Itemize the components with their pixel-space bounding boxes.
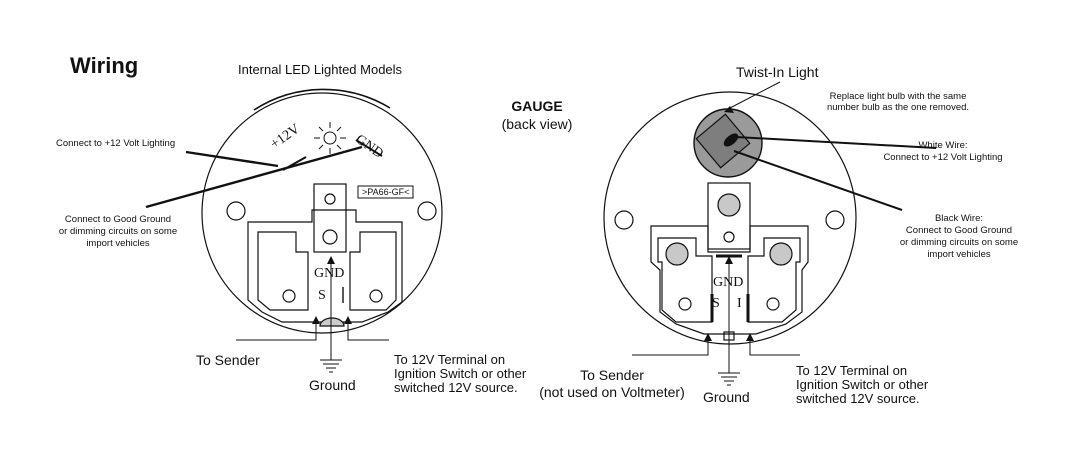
- left-wire-lines: [236, 262, 389, 373]
- light-icon: [314, 122, 346, 154]
- right-black-wire-line-1: Black Wire:: [934, 213, 984, 224]
- left-to-12v-line-2: Ignition Switch or other: [394, 366, 527, 381]
- right-replace-note: Replace light bulb with the same number …: [810, 91, 986, 113]
- left-center-post: [313, 183, 347, 253]
- right-to-sender: To Sender (not used on Voltmeter): [532, 367, 692, 401]
- left-leader-12v: [185, 150, 279, 168]
- right-wire-12v: [749, 335, 800, 356]
- left-spade-i: [349, 231, 397, 311]
- left-post-hole: [322, 229, 338, 245]
- right-center-post: [707, 182, 751, 250]
- right-to-12v-line-3: switched 12V source.: [796, 391, 920, 406]
- left-gauge: [201, 88, 443, 334]
- left-gauge-body: [201, 92, 443, 334]
- left-wire-12v: [347, 318, 389, 341]
- left-spade-s-hole: [282, 289, 296, 303]
- left-spade-i-hole: [369, 289, 383, 303]
- right-spade-i: [747, 237, 801, 323]
- gauge-label: GAUGE: [511, 98, 563, 114]
- right-black-wire-line-2: Connect to Good Ground: [905, 225, 1013, 236]
- left-ground-arrow: [327, 256, 335, 264]
- left-ground-note: Connect to Good Ground or dimming circui…: [48, 214, 188, 250]
- left-part-number: >PA66-GF<: [362, 187, 410, 197]
- left-gnd-label: GND: [314, 266, 345, 281]
- right-s-label: S: [712, 296, 720, 311]
- right-to-12v-line-1: To 12V Terminal on: [796, 363, 908, 378]
- left-heading: Internal LED Lighted Models: [238, 62, 403, 77]
- right-wire-sender: [632, 335, 709, 356]
- left-mount-hole-left: [226, 201, 246, 221]
- twist-in-light-socket: [695, 113, 751, 169]
- left-post-hole-top: [324, 193, 336, 205]
- right-12v-arrow: [746, 333, 754, 341]
- left-s-label: S: [318, 288, 326, 303]
- left-ground-note-line-1: Connect to Good Ground: [64, 214, 172, 225]
- right-replace-note-line-2: number bulb as the one removed.: [826, 102, 970, 113]
- right-wire-lines: [632, 81, 800, 386]
- left-terminal-block: [247, 209, 403, 323]
- right-gauge-body: [603, 91, 857, 345]
- left-ground-note-line-3: import vehicles: [86, 238, 150, 249]
- right-ground-label: Ground: [703, 389, 750, 405]
- right-leaders: [733, 136, 937, 211]
- right-to-12v-line-2: Ignition Switch or other: [796, 377, 929, 392]
- right-leader-twist-in: [729, 81, 781, 109]
- right-gauge: [603, 91, 857, 345]
- left-wire-sender: [236, 318, 317, 341]
- left-led: [319, 317, 345, 327]
- right-twist-in-arrow: [724, 106, 734, 113]
- left-leaders: [145, 145, 363, 209]
- left-12v-arrow: [344, 316, 352, 324]
- right-leader-black: [733, 150, 903, 211]
- right-heading: Twist-In Light: [736, 64, 819, 80]
- left-to-sender: To Sender: [196, 352, 260, 368]
- right-spade-s-hole: [678, 297, 692, 311]
- right-spade-i-stud: [769, 242, 793, 266]
- right-spade-i-hole: [766, 297, 780, 311]
- right-post-hole: [723, 231, 735, 243]
- left-lighting-note: Connect to +12 Volt Lighting: [56, 138, 176, 149]
- right-mount-hole-left: [614, 210, 634, 230]
- left-spade-s: [257, 231, 309, 311]
- right-white-wire: White Wire: Connect to +12 Volt Lighting: [868, 140, 1018, 164]
- twist-in-light-bulb: [723, 133, 739, 147]
- left-to-12v-line-3: switched 12V source.: [394, 380, 518, 395]
- right-black-wire-line-4: import vehicles: [927, 249, 991, 260]
- right-leader-white: [735, 136, 937, 149]
- right-spade-s: [657, 237, 713, 323]
- left-to-12v-line-1: To 12V Terminal on: [394, 352, 506, 367]
- right-spade-s-stud: [665, 242, 689, 266]
- left-to-12v: To 12V Terminal on Ignition Switch or ot…: [394, 353, 526, 395]
- right-ground-arrow: [725, 256, 733, 264]
- right-white-wire-line-2: Connect to +12 Volt Lighting: [883, 152, 1003, 163]
- left-sender-arrow: [312, 316, 320, 324]
- right-to-sender-line-2: (not used on Voltmeter): [539, 384, 685, 400]
- left-gauge-rim-arc: [253, 88, 391, 111]
- left-ground-label: Ground: [309, 377, 356, 393]
- right-to-12v: To 12V Terminal on Ignition Switch or ot…: [796, 364, 928, 406]
- left-ground-note-line-2: or dimming circuits on some: [58, 226, 178, 237]
- right-black-wire: Black Wire: Connect to Good Ground or di…: [884, 213, 1034, 261]
- right-post-stud: [717, 193, 741, 217]
- back-view-label: (back view): [501, 116, 573, 132]
- right-replace-note-line-1: Replace light bulb with the same: [829, 91, 967, 102]
- right-sender-arrow: [704, 333, 712, 341]
- right-terminal-block: [650, 225, 809, 335]
- diagram-title: Wiring: [70, 53, 139, 78]
- right-black-wire-line-3: or dimming circuits on some: [899, 237, 1019, 248]
- right-i-label: I: [737, 296, 742, 311]
- left-gnd-terminal-mark: [355, 139, 383, 157]
- right-to-sender-line-1: To Sender: [580, 367, 644, 383]
- left-mount-hole-right: [417, 201, 437, 221]
- right-mount-hole-right: [825, 210, 845, 230]
- left-leader-gnd: [145, 145, 363, 209]
- right-gnd-label: GND: [713, 275, 744, 290]
- left-part-number-box: [357, 185, 414, 199]
- right-white-wire-line-1: White Wire:: [918, 140, 968, 151]
